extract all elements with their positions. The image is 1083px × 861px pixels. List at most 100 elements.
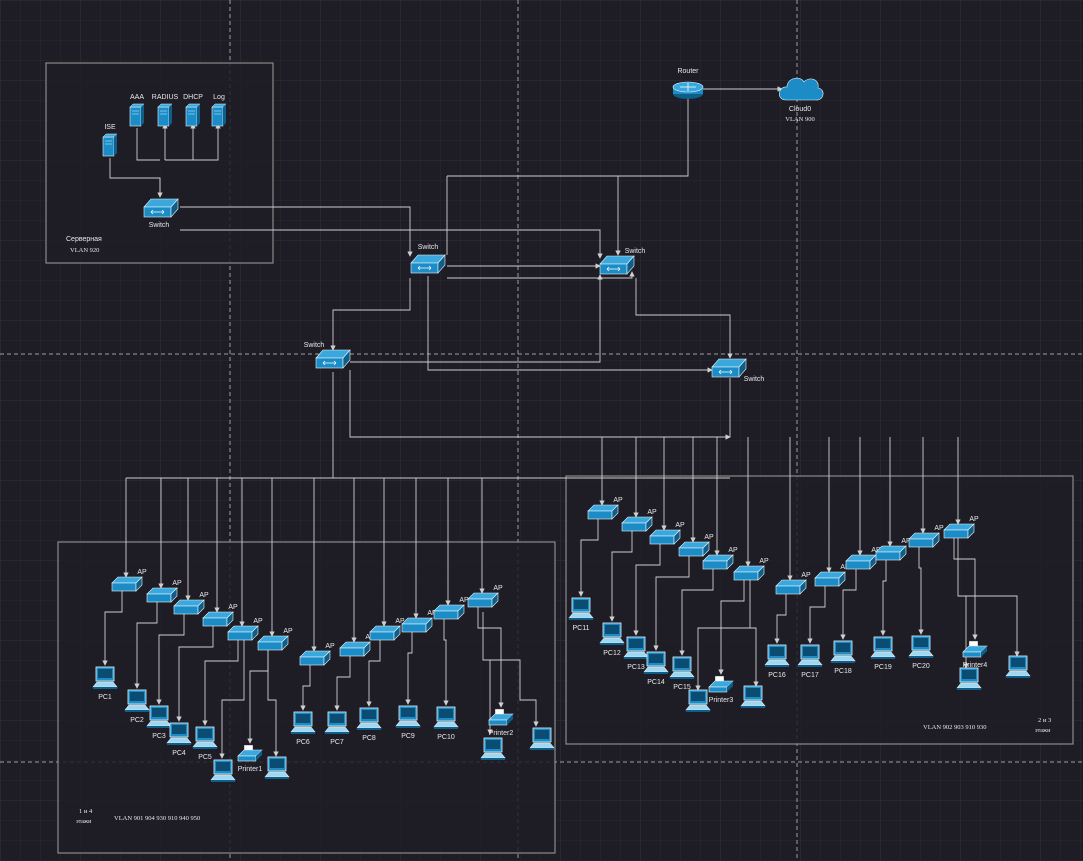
switch-core-right-label: Switch [625,248,646,255]
pc-pc2[interactable]: PC2 [124,689,150,724]
ap-floor14-2-label: AP [172,580,182,587]
pc-pc14-label: PC14 [647,679,665,686]
pc-pc9-label: PC9 [401,733,415,740]
ap-floor23-12[interactable]: AP [943,516,979,539]
printer-printer3[interactable]: Printer3 [708,675,734,704]
link-line [330,278,411,351]
pc-pc20[interactable]: PC20 [908,635,934,670]
floors-2-3-label: 2 и 3 [1038,717,1051,724]
pc-pc13[interactable]: PC13 [623,636,649,671]
link-line [957,538,1020,657]
ap-floor23-5[interactable]: AP [702,547,738,570]
switch-dist-left-label: Switch [304,342,325,349]
ap-floor23-8-label: AP [840,564,850,571]
link-line [349,370,731,440]
server-log[interactable]: Log [211,94,227,127]
server-dhcp[interactable]: DHCP [183,94,203,127]
server-dhcp-label: DHCP [183,94,203,101]
ap-floor23-3[interactable]: AP [649,522,685,545]
floors-2-3-vlan: VLAN 902 903 910 930 [923,724,987,731]
pc-unlabeled-left-2[interactable] [264,756,290,779]
ap-floor14-3[interactable]: AP [173,592,209,615]
pc-pc12[interactable]: PC12 [599,622,625,657]
ap-floor14-10[interactable]: AP [401,610,437,633]
link-line [219,640,245,759]
switch-dist-right[interactable]: Switch [711,358,765,383]
ap-floor14-9[interactable]: AP [369,618,405,641]
switch-server-room[interactable]: Switch [143,198,179,229]
pc-pc14[interactable]: PC14 [643,651,669,686]
switch-core-right[interactable]: Switch [599,248,646,275]
pc-pc8[interactable]: PC8 [356,707,382,742]
pc-pc4[interactable]: PC4 [166,722,192,757]
server-radius[interactable]: RADIUS [152,94,179,127]
server-log-label: Log [213,94,225,101]
switch-dist-right-label: Switch [744,376,765,383]
pc-pc19[interactable]: PC19 [870,636,896,671]
pc-pc16[interactable]: PC16 [764,644,790,679]
pc-pc10[interactable]: PC10 [433,706,459,741]
ap-floor14-6[interactable]: AP [257,628,293,651]
pc-unlabeled-right-4[interactable] [1005,655,1031,678]
link-line [477,607,504,708]
pc-pc1[interactable]: PC1 [92,666,118,701]
pc-pc12-label: PC12 [603,650,621,657]
pc-unlabeled-right-3[interactable] [956,667,982,690]
floors-1-4-label: 1 и 4 [79,808,93,815]
ap-floor23-12-label: AP [969,516,979,523]
ap-floor14-4[interactable]: AP [202,604,238,627]
printer-printer2[interactable]: Printer2 [488,708,514,737]
pc-pc18[interactable]: PC18 [830,640,856,675]
server-aaa-label: AAA [130,94,144,101]
ap-floor23-1[interactable]: AP [587,497,623,520]
pc-pc6[interactable]: PC6 [290,711,316,746]
pc-pc9[interactable]: PC9 [395,705,421,740]
pc-pc18-label: PC18 [834,668,852,675]
floors-2-3-label-2: этажи [1035,728,1051,734]
pc-pc3[interactable]: PC3 [146,705,172,740]
pc-pc11[interactable]: PC11 [568,597,594,632]
ap-floor23-11[interactable]: AP [908,525,944,548]
ap-floor23-2-label: AP [647,509,657,516]
pc-pc7[interactable]: PC7 [324,711,350,746]
ap-floor14-5[interactable]: AP [227,618,263,641]
ap-floor23-8[interactable]: AP [814,564,850,587]
pc-unlabeled-right-2[interactable] [740,685,766,708]
ap-floor14-1[interactable]: AP [111,569,147,592]
router[interactable]: Router [672,68,704,99]
ap-floor23-11-label: AP [934,525,944,532]
server-ise[interactable]: ISE [102,124,118,157]
ap-floor23-1-label: AP [613,497,623,504]
pc-pc17[interactable]: PC17 [797,644,823,679]
printer-printer4[interactable]: Printer4 [962,640,988,669]
ap-floor23-4[interactable]: AP [678,534,714,557]
ap-floor23-7[interactable]: AP [775,572,811,595]
pc-pc15[interactable]: PC15 [669,656,695,691]
server-aaa[interactable]: AAA [129,94,145,127]
printer-printer1[interactable]: Printer1 [237,744,263,773]
ap-floor23-10[interactable]: AP [875,538,911,561]
ap-floor23-6[interactable]: AP [733,558,769,581]
ap-floor14-11[interactable]: AP [433,597,469,620]
pc-pc5[interactable]: PC5 [192,726,218,761]
link-line [350,274,603,363]
pc-unlabeled-left-3[interactable] [480,737,506,760]
pc-unlabeled-left-1[interactable] [210,759,236,782]
ap-floor23-2[interactable]: AP [621,509,657,532]
link-line [653,556,690,651]
ap-floor14-12[interactable]: AP [467,585,503,608]
ap-floor14-5-label: AP [253,618,263,625]
group-server-room[interactable]: Серверная VLAN 920 [45,62,274,264]
printer-printer1-label: Printer1 [238,766,263,773]
pc-unlabeled-right-1[interactable] [685,689,711,712]
switch-dist-left[interactable]: Switch [304,342,351,369]
cloud0-vlan: VLAN 900 [785,116,814,123]
link-line [679,569,714,656]
pc-unlabeled-left-4[interactable] [529,727,555,750]
group-floors-2-3[interactable]: 2 и 3 этажи VLAN 902 903 910 930 [565,475,1074,745]
ap-floor14-7[interactable]: AP [299,643,335,666]
ap-floor14-2[interactable]: AP [146,580,182,603]
link-line [807,586,826,644]
switch-core-left[interactable]: Switch [410,244,446,274]
